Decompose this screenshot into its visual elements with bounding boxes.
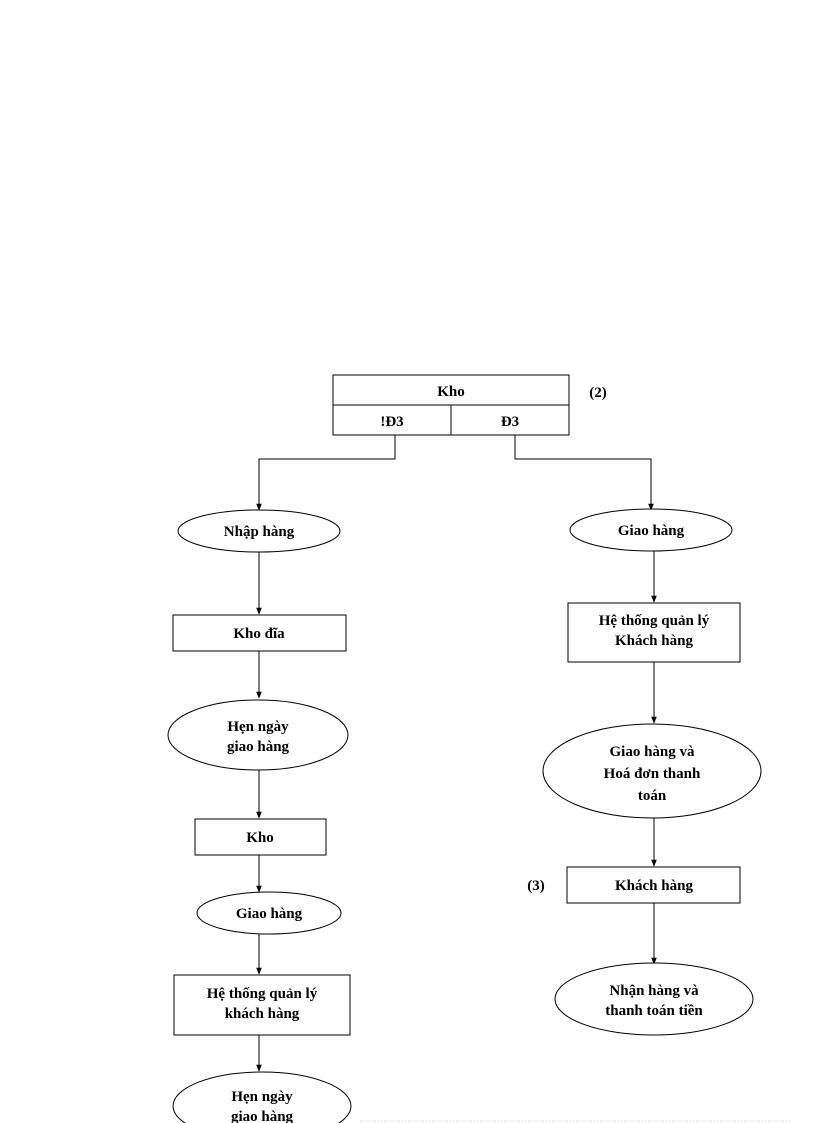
kho-header-right-label: Đ3	[501, 414, 519, 430]
nhan-hang-line1: Nhận hàng và	[609, 983, 699, 999]
node-nhap-hang: Nhập hàng	[177, 509, 341, 553]
kho-header-table: Kho !Đ3 Đ3	[332, 374, 570, 436]
hen-ngay-1-line2: giao hàng	[227, 739, 290, 755]
node-he-thong-left: Hệ thống quản lý khách hàng	[173, 974, 351, 1036]
node-giao-hang-left: Giao hàng	[196, 891, 342, 935]
marker-3-label: (3)	[527, 878, 545, 894]
node-he-thong-right: Hệ thống quản lý Khách hàng	[567, 602, 741, 663]
node-hen-ngay-1: Hẹn ngày giao hàng	[167, 699, 349, 771]
node-nhan-hang: Nhận hàng và thanh toán tiền	[554, 962, 754, 1036]
he-thong-right-line1: Hệ thống quản lý	[599, 613, 710, 629]
node-giao-hang-right: Giao hàng	[569, 508, 733, 552]
node-kho-dia: Kho đĩa	[172, 614, 347, 652]
nhap-hang-label: Nhập hàng	[224, 524, 295, 540]
hen-ngay-2-line1: Hẹn ngày	[231, 1089, 293, 1105]
giao-hang-hoa-don-line1: Giao hàng và	[609, 744, 695, 760]
marker-2-label: (2)	[589, 385, 607, 401]
connector-right-branch	[514, 435, 654, 511]
he-thong-right-line2: Khách hàng	[615, 633, 693, 649]
he-thong-left-line1: Hệ thống quản lý	[207, 986, 318, 1002]
kho-dia-label: Kho đĩa	[233, 626, 285, 642]
node-kho: Kho	[194, 818, 327, 856]
node-khach-hang: Khách hàng	[566, 866, 741, 904]
hen-ngay-1-line1: Hẹn ngày	[227, 719, 289, 735]
kho-label: Kho	[246, 830, 274, 846]
connector-left-branch	[256, 435, 396, 511]
node-giao-hang-hoa-don: Giao hàng và Hoá đơn thanh toán	[542, 723, 762, 819]
giao-hang-hoa-don-line2: Hoá đơn thanh	[604, 766, 701, 782]
giao-hang-right-label: Giao hàng	[618, 523, 685, 539]
kho-header-title: Kho	[437, 384, 465, 400]
node-hen-ngay-2: Hẹn ngày giao hàng	[172, 1071, 352, 1123]
khach-hang-label: Khách hàng	[615, 878, 693, 894]
kho-header-left-label: !Đ3	[380, 414, 403, 430]
nhan-hang-line2: thanh toán tiền	[605, 1003, 703, 1019]
giao-hang-left-label: Giao hàng	[236, 906, 303, 922]
hen-ngay-2-line2: giao hàng	[231, 1109, 294, 1123]
he-thong-left-line2: khách hàng	[225, 1006, 300, 1022]
giao-hang-hoa-don-line3: toán	[638, 788, 667, 804]
